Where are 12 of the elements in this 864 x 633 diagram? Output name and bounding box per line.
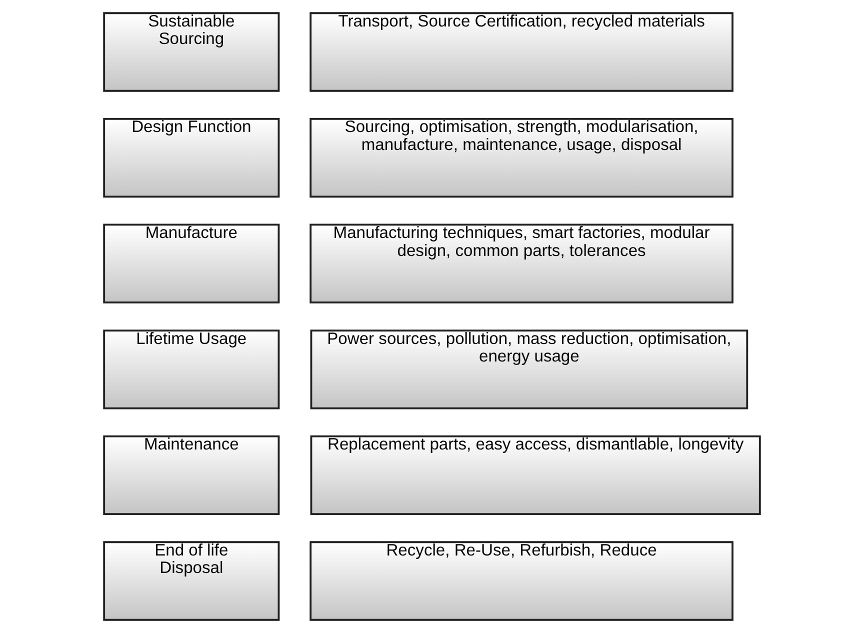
node-box: Design Function <box>103 118 280 198</box>
node-box: Maintenance <box>103 435 280 516</box>
node-box: Sustainable Sourcing <box>103 12 280 92</box>
node-box: Replacement parts, easy access, dismantlable, longevity <box>310 435 761 516</box>
node-box: Sourcing, optimisation, strength, modularisation, manufacture, maintenance, usage, disposal <box>310 118 734 198</box>
node-box: Recycle, Re-Use, Refurbish, Reduce <box>310 541 734 621</box>
node-box: Transport, Source Certification, recycled materials <box>310 12 734 92</box>
node-box: Lifetime Usage <box>103 330 280 410</box>
node-box: Power sources, pollution, mass reduction, optimisation, energy usage <box>310 330 748 410</box>
node-box: Manufacture <box>103 224 280 304</box>
node-box: End of life Disposal <box>103 541 280 621</box>
node-box: Manufacturing techniques, smart factories, modular design, common parts, tolerances <box>310 224 734 304</box>
